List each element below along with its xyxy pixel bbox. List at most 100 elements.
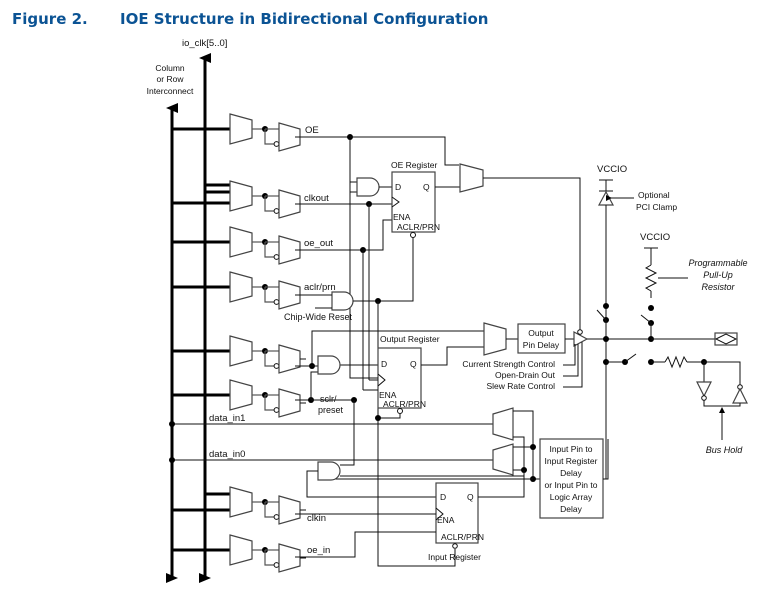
oe-label: OE (305, 125, 319, 136)
svg-text:VCCIO: VCCIO (640, 232, 670, 243)
pci-clamp: VCCIO Optional PCI Clamp (597, 164, 677, 439)
svg-text:Pin Delay: Pin Delay (523, 340, 560, 350)
svg-text:PCI Clamp: PCI Clamp (636, 202, 677, 212)
mux-pair-oe (229, 113, 306, 152)
svg-text:Q: Q (467, 492, 474, 502)
svg-text:ACLR/PRN: ACLR/PRN (397, 222, 440, 232)
svg-text:Q: Q (410, 359, 417, 369)
io-clk-label: io_clk[5..0] (182, 38, 227, 49)
chip-wide-reset-label: Chip-Wide Reset (284, 312, 353, 322)
polarity-mux (278, 543, 301, 573)
polarity-mux (278, 344, 301, 374)
aclr-prn-label: aclr/prn (304, 282, 336, 293)
figure-header: Figure 2. IOE Structure in Bidirectional… (12, 8, 488, 30)
svg-text:Resistor: Resistor (701, 282, 735, 292)
data-in0-label: data_in0 (209, 449, 245, 460)
svg-text:ENA: ENA (437, 515, 455, 525)
svg-text:Pull-Up: Pull-Up (703, 270, 733, 280)
polarity-mux (278, 388, 301, 418)
polarity-mux (278, 122, 301, 152)
svg-text:or Row: or Row (157, 74, 185, 84)
select-mux (229, 226, 253, 258)
select-mux (229, 379, 253, 411)
svg-text:Programmable: Programmable (688, 258, 747, 268)
output-and-gate (317, 355, 341, 375)
svg-text:Interconnect: Interconnect (147, 86, 194, 96)
svg-text:Logic Array: Logic Array (550, 492, 593, 502)
bus-taps (172, 127, 230, 552)
oe-to-buffer-wire (483, 177, 581, 338)
input-and-gate (317, 461, 341, 481)
mux-pair-oe-out (229, 226, 306, 265)
svg-text:ENA: ENA (379, 390, 397, 400)
pad-switches (596, 303, 654, 365)
input-register: D Q ENA ACLR/PRN Input Register (428, 482, 484, 562)
input-path-wires (605, 439, 607, 480)
svg-text:Bus Hold: Bus Hold (706, 445, 744, 455)
svg-text:Delay: Delay (560, 504, 582, 514)
data-in1-mux (492, 407, 514, 441)
figure-title: IOE Structure in Bidirectional Configura… (120, 10, 489, 28)
svg-text:OE Register: OE Register (391, 160, 437, 170)
svg-text:Output: Output (528, 328, 554, 338)
polarity-mux (278, 235, 301, 265)
open-drain-label: Open-Drain Out (495, 370, 556, 380)
pull-up-resistor: VCCIO Programmable Pull-Up Resistor (640, 232, 748, 298)
select-mux (229, 180, 253, 212)
slew-rate-label: Slew Rate Control (486, 381, 555, 391)
mux-pair-clkout (229, 180, 306, 219)
svg-text:D: D (381, 359, 387, 369)
output-pin-delay-block: Output Pin Delay (517, 323, 566, 354)
svg-text:ACLR/PRN: ACLR/PRN (441, 532, 484, 542)
clkin-label: clkin (307, 513, 326, 524)
svg-text:or Input Pin to: or Input Pin to (545, 480, 598, 490)
clkout-label: clkout (304, 193, 329, 204)
output-mux (483, 322, 507, 356)
oe-output-mux (459, 163, 484, 193)
svg-text:ENA: ENA (393, 212, 411, 222)
interconnect-label: Column or Row Interconnect (147, 63, 194, 96)
select-mux (229, 534, 253, 566)
svg-text:ACLR/PRN: ACLR/PRN (383, 399, 426, 409)
output-buffer (573, 330, 589, 348)
mux-pair-aclr-prn (229, 271, 306, 310)
mux-pair-output-data (229, 335, 306, 374)
output-register: Output Register D Q ENA ACLR/PRN (377, 334, 440, 414)
oe-in-label: oe_in (307, 545, 330, 556)
select-mux (229, 271, 253, 303)
svg-text:Input Register: Input Register (545, 456, 598, 466)
oe-register: OE Register D Q ENA ACLR/PRN (391, 160, 440, 238)
mux-pair-clkin (229, 486, 306, 525)
polarity-mux (278, 280, 301, 310)
svg-text:Input Pin to: Input Pin to (549, 444, 592, 454)
data-in0-mux (492, 443, 514, 476)
svg-text:Delay: Delay (560, 468, 582, 478)
polarity-mux (278, 189, 301, 219)
mux-pair-sclr-preset (229, 379, 306, 418)
select-mux (229, 113, 253, 145)
reset-and-gate (331, 291, 354, 311)
oe-out-label: oe_out (304, 238, 333, 249)
output-path-wires (295, 330, 484, 460)
svg-text:Output Register: Output Register (380, 334, 440, 344)
select-mux (229, 335, 253, 367)
data-in1-label: data_in1 (209, 413, 245, 424)
polarity-mux (278, 495, 301, 525)
io-pad (714, 332, 738, 346)
svg-text:Column: Column (155, 63, 185, 73)
input-delay-block: Input Pin to Input Register Delay or Inp… (539, 438, 604, 519)
svg-text:D: D (395, 182, 401, 192)
oe-path-wires (295, 134, 459, 390)
preset-label: preset (318, 405, 344, 415)
select-mux (229, 486, 253, 518)
svg-text:D: D (440, 492, 446, 502)
sclr-label: sclr/ (320, 394, 337, 404)
mux-pair-oe-in (229, 534, 306, 573)
figure-number: Figure 2. (12, 10, 88, 28)
svg-text:VCCIO: VCCIO (597, 164, 627, 175)
svg-text:Q: Q (423, 182, 430, 192)
svg-text:Optional: Optional (638, 190, 670, 200)
current-strength-label: Current Strength Control (462, 359, 555, 369)
bus-hold-circuit: Bus Hold (651, 355, 748, 455)
